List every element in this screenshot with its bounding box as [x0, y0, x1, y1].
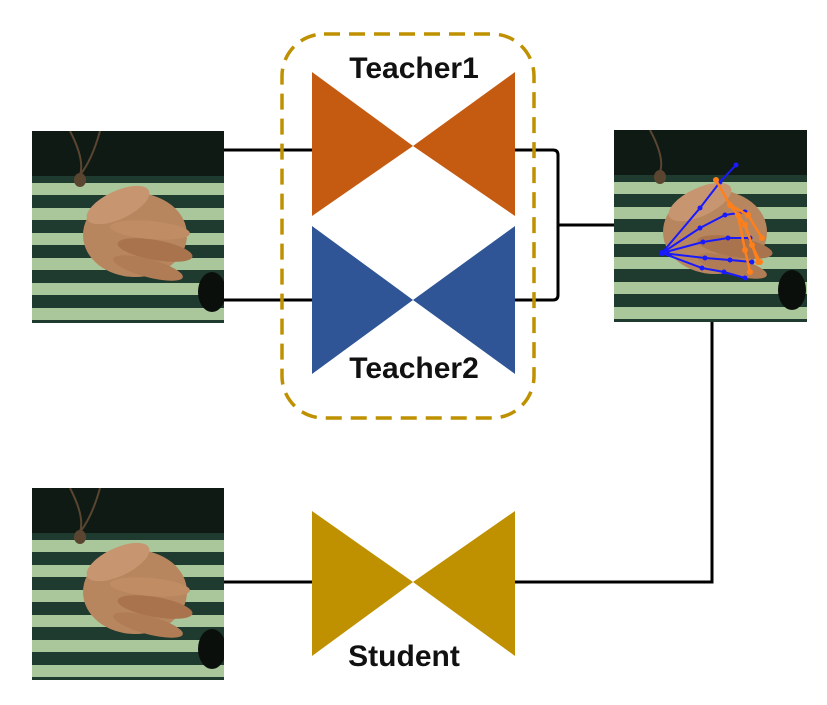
teacher2-network-shape — [312, 226, 515, 374]
teacher-ensemble-box — [280, 32, 536, 420]
student-label: Student — [348, 640, 460, 673]
output-hand-image-with-keypoints — [614, 130, 807, 322]
line-output-to-student — [515, 322, 714, 584]
teacher1-network-shape — [312, 72, 515, 216]
student-network-shape — [312, 511, 515, 656]
connector-lines — [224, 148, 714, 584]
teacher1-label: Teacher1 — [349, 52, 479, 85]
input-hand-image-top — [32, 131, 224, 323]
input-hand-image-bottom — [32, 488, 224, 680]
merge-bracket — [515, 148, 560, 302]
teacher2-label: Teacher2 — [349, 352, 479, 385]
